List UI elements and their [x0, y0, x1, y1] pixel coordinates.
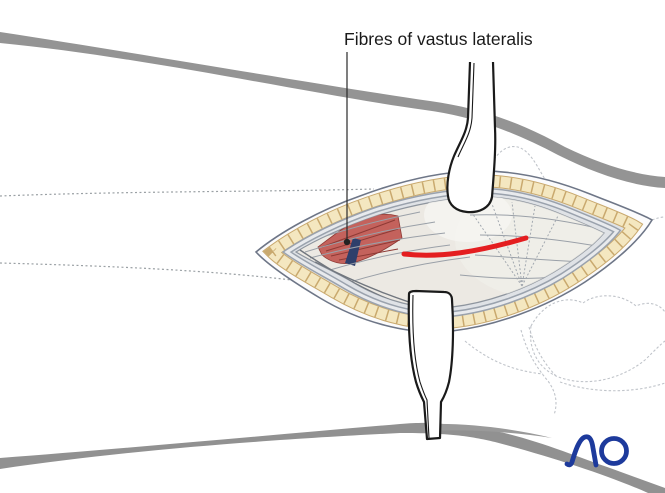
leg-contour-bottom — [0, 422, 665, 493]
annotation-label: Fibres of vastus lateralis — [344, 29, 533, 49]
ao-logo — [564, 434, 629, 468]
ao-logo-letter-o — [599, 436, 629, 466]
femur-dashed-outline — [0, 188, 375, 282]
retractor-top — [446, 61, 497, 214]
fat-lobule-ring — [262, 174, 644, 330]
leg-contour-fork — [430, 423, 552, 438]
bone-outline-faint — [464, 145, 665, 416]
leader-dot — [343, 238, 351, 246]
fascia-layer — [281, 187, 622, 318]
perforating-vessel — [345, 238, 361, 266]
retractor-bottom — [407, 289, 455, 441]
leg-contour-top — [0, 32, 665, 188]
muscle-fibre-fan — [469, 201, 559, 287]
incision-line — [401, 235, 529, 258]
ao-logo-letter-a — [564, 434, 599, 468]
